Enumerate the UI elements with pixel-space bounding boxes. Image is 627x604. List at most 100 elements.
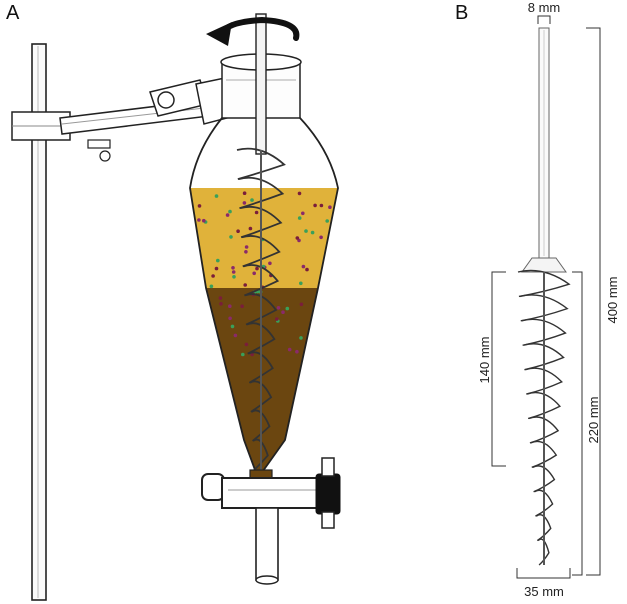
helix-flight <box>523 343 565 371</box>
particle <box>209 284 214 289</box>
particle <box>232 275 236 279</box>
lower-section-length-label: 220 mm <box>586 397 601 444</box>
helix-flight <box>525 367 563 395</box>
stirring-rod <box>255 13 267 155</box>
auger-schematic <box>517 27 571 566</box>
particle <box>244 342 249 347</box>
particles <box>197 191 332 357</box>
helix-flight <box>240 205 283 239</box>
total-length-label: 400 mm <box>605 277 620 324</box>
particle <box>214 266 219 271</box>
particle <box>211 274 215 278</box>
particle <box>229 235 233 239</box>
curved-rotation-arrow-icon <box>206 16 300 46</box>
particle <box>297 216 302 220</box>
particle <box>236 229 240 233</box>
particle <box>242 191 247 195</box>
particle <box>228 304 232 309</box>
particle <box>231 266 235 270</box>
particle <box>301 264 306 269</box>
stopcock-valve-icon <box>201 457 341 585</box>
helix-flight <box>532 465 556 493</box>
particle <box>299 302 304 307</box>
rod-diameter-label: 8 mm <box>528 0 561 15</box>
particle <box>243 283 247 287</box>
helix-flight <box>249 380 273 413</box>
particle <box>252 271 256 276</box>
helix-flight <box>251 409 271 442</box>
particle <box>276 306 281 310</box>
helix-flight <box>238 176 285 210</box>
helix-flight <box>526 391 562 420</box>
helix-flight <box>243 264 280 297</box>
particle <box>254 210 259 215</box>
helical-auger <box>236 147 286 471</box>
particle <box>219 302 223 306</box>
particle <box>275 317 279 321</box>
particle <box>230 324 235 329</box>
clamp-arm <box>11 73 251 162</box>
helix-flight <box>519 294 569 322</box>
base-diameter-label: 35 mm <box>524 584 564 599</box>
helix-flight <box>248 351 274 384</box>
particle <box>248 226 253 231</box>
particle <box>242 201 247 205</box>
helix-flight <box>244 293 278 326</box>
particle <box>241 352 245 357</box>
helix-flight <box>537 538 550 566</box>
helix-flight <box>535 513 552 542</box>
particle <box>240 304 244 309</box>
particle <box>304 229 308 233</box>
particle <box>295 349 299 354</box>
particle <box>325 219 330 223</box>
particle <box>287 347 292 352</box>
particle <box>313 203 317 208</box>
particle <box>244 245 249 249</box>
particle <box>197 218 201 222</box>
particle <box>299 281 303 286</box>
particle <box>295 236 300 240</box>
helix-flight <box>521 318 567 346</box>
particle <box>228 209 232 214</box>
particle <box>244 250 248 254</box>
panel-b-label: B <box>455 2 469 24</box>
particle <box>225 213 230 217</box>
particle <box>301 211 305 216</box>
particle <box>319 203 324 208</box>
particle <box>255 266 259 271</box>
particle <box>268 261 272 266</box>
helix-flight <box>517 269 571 298</box>
helix-flight <box>252 438 269 471</box>
particle <box>197 204 202 208</box>
particle <box>319 235 323 240</box>
particle <box>216 258 220 263</box>
particle <box>202 218 206 223</box>
particle <box>250 198 254 202</box>
particle <box>281 310 285 315</box>
dimension-lines <box>491 15 601 579</box>
helix-flight <box>528 416 560 444</box>
helix-flight <box>246 322 276 355</box>
helix-flight <box>236 147 286 180</box>
particle <box>310 230 315 235</box>
particle <box>228 316 232 321</box>
helix-section-length-label: 140 mm <box>477 337 492 384</box>
particle <box>218 296 223 300</box>
particle <box>305 267 309 272</box>
helix-flight <box>241 235 281 268</box>
liquid-layers <box>190 188 338 478</box>
particle <box>214 194 219 198</box>
particle <box>233 333 238 338</box>
particle <box>285 306 290 311</box>
helix-flight <box>534 489 554 517</box>
helix-flight <box>530 440 558 468</box>
panel-a-label: A <box>6 2 20 24</box>
separatory-funnel-body <box>189 117 339 480</box>
particle <box>297 191 302 196</box>
particle <box>299 336 303 340</box>
particle <box>328 205 332 209</box>
upper-liquid-layer <box>190 188 338 288</box>
particle <box>231 270 236 274</box>
